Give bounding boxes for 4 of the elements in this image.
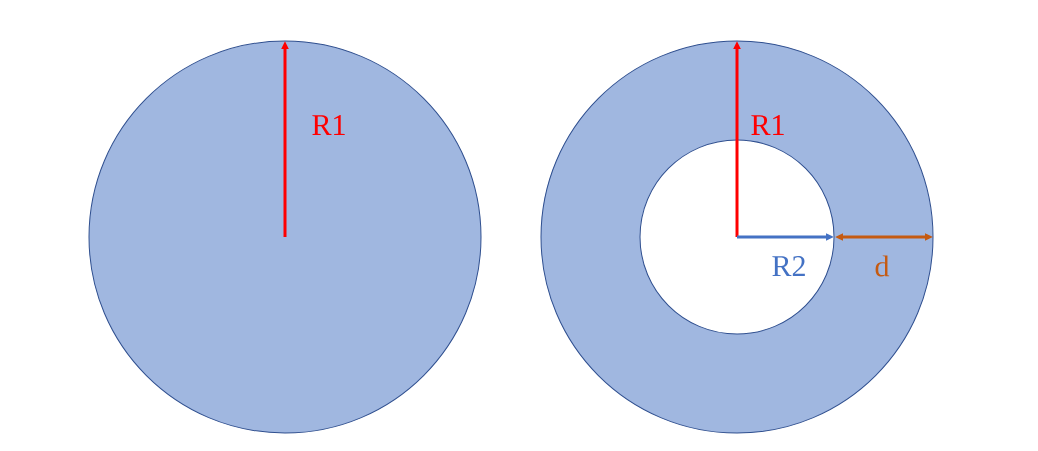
dimension-label: d (875, 255, 890, 277)
dimension-label: R1 (312, 115, 345, 135)
dimension-label: R2 (772, 256, 805, 276)
dimension-label: R1 (751, 115, 784, 135)
